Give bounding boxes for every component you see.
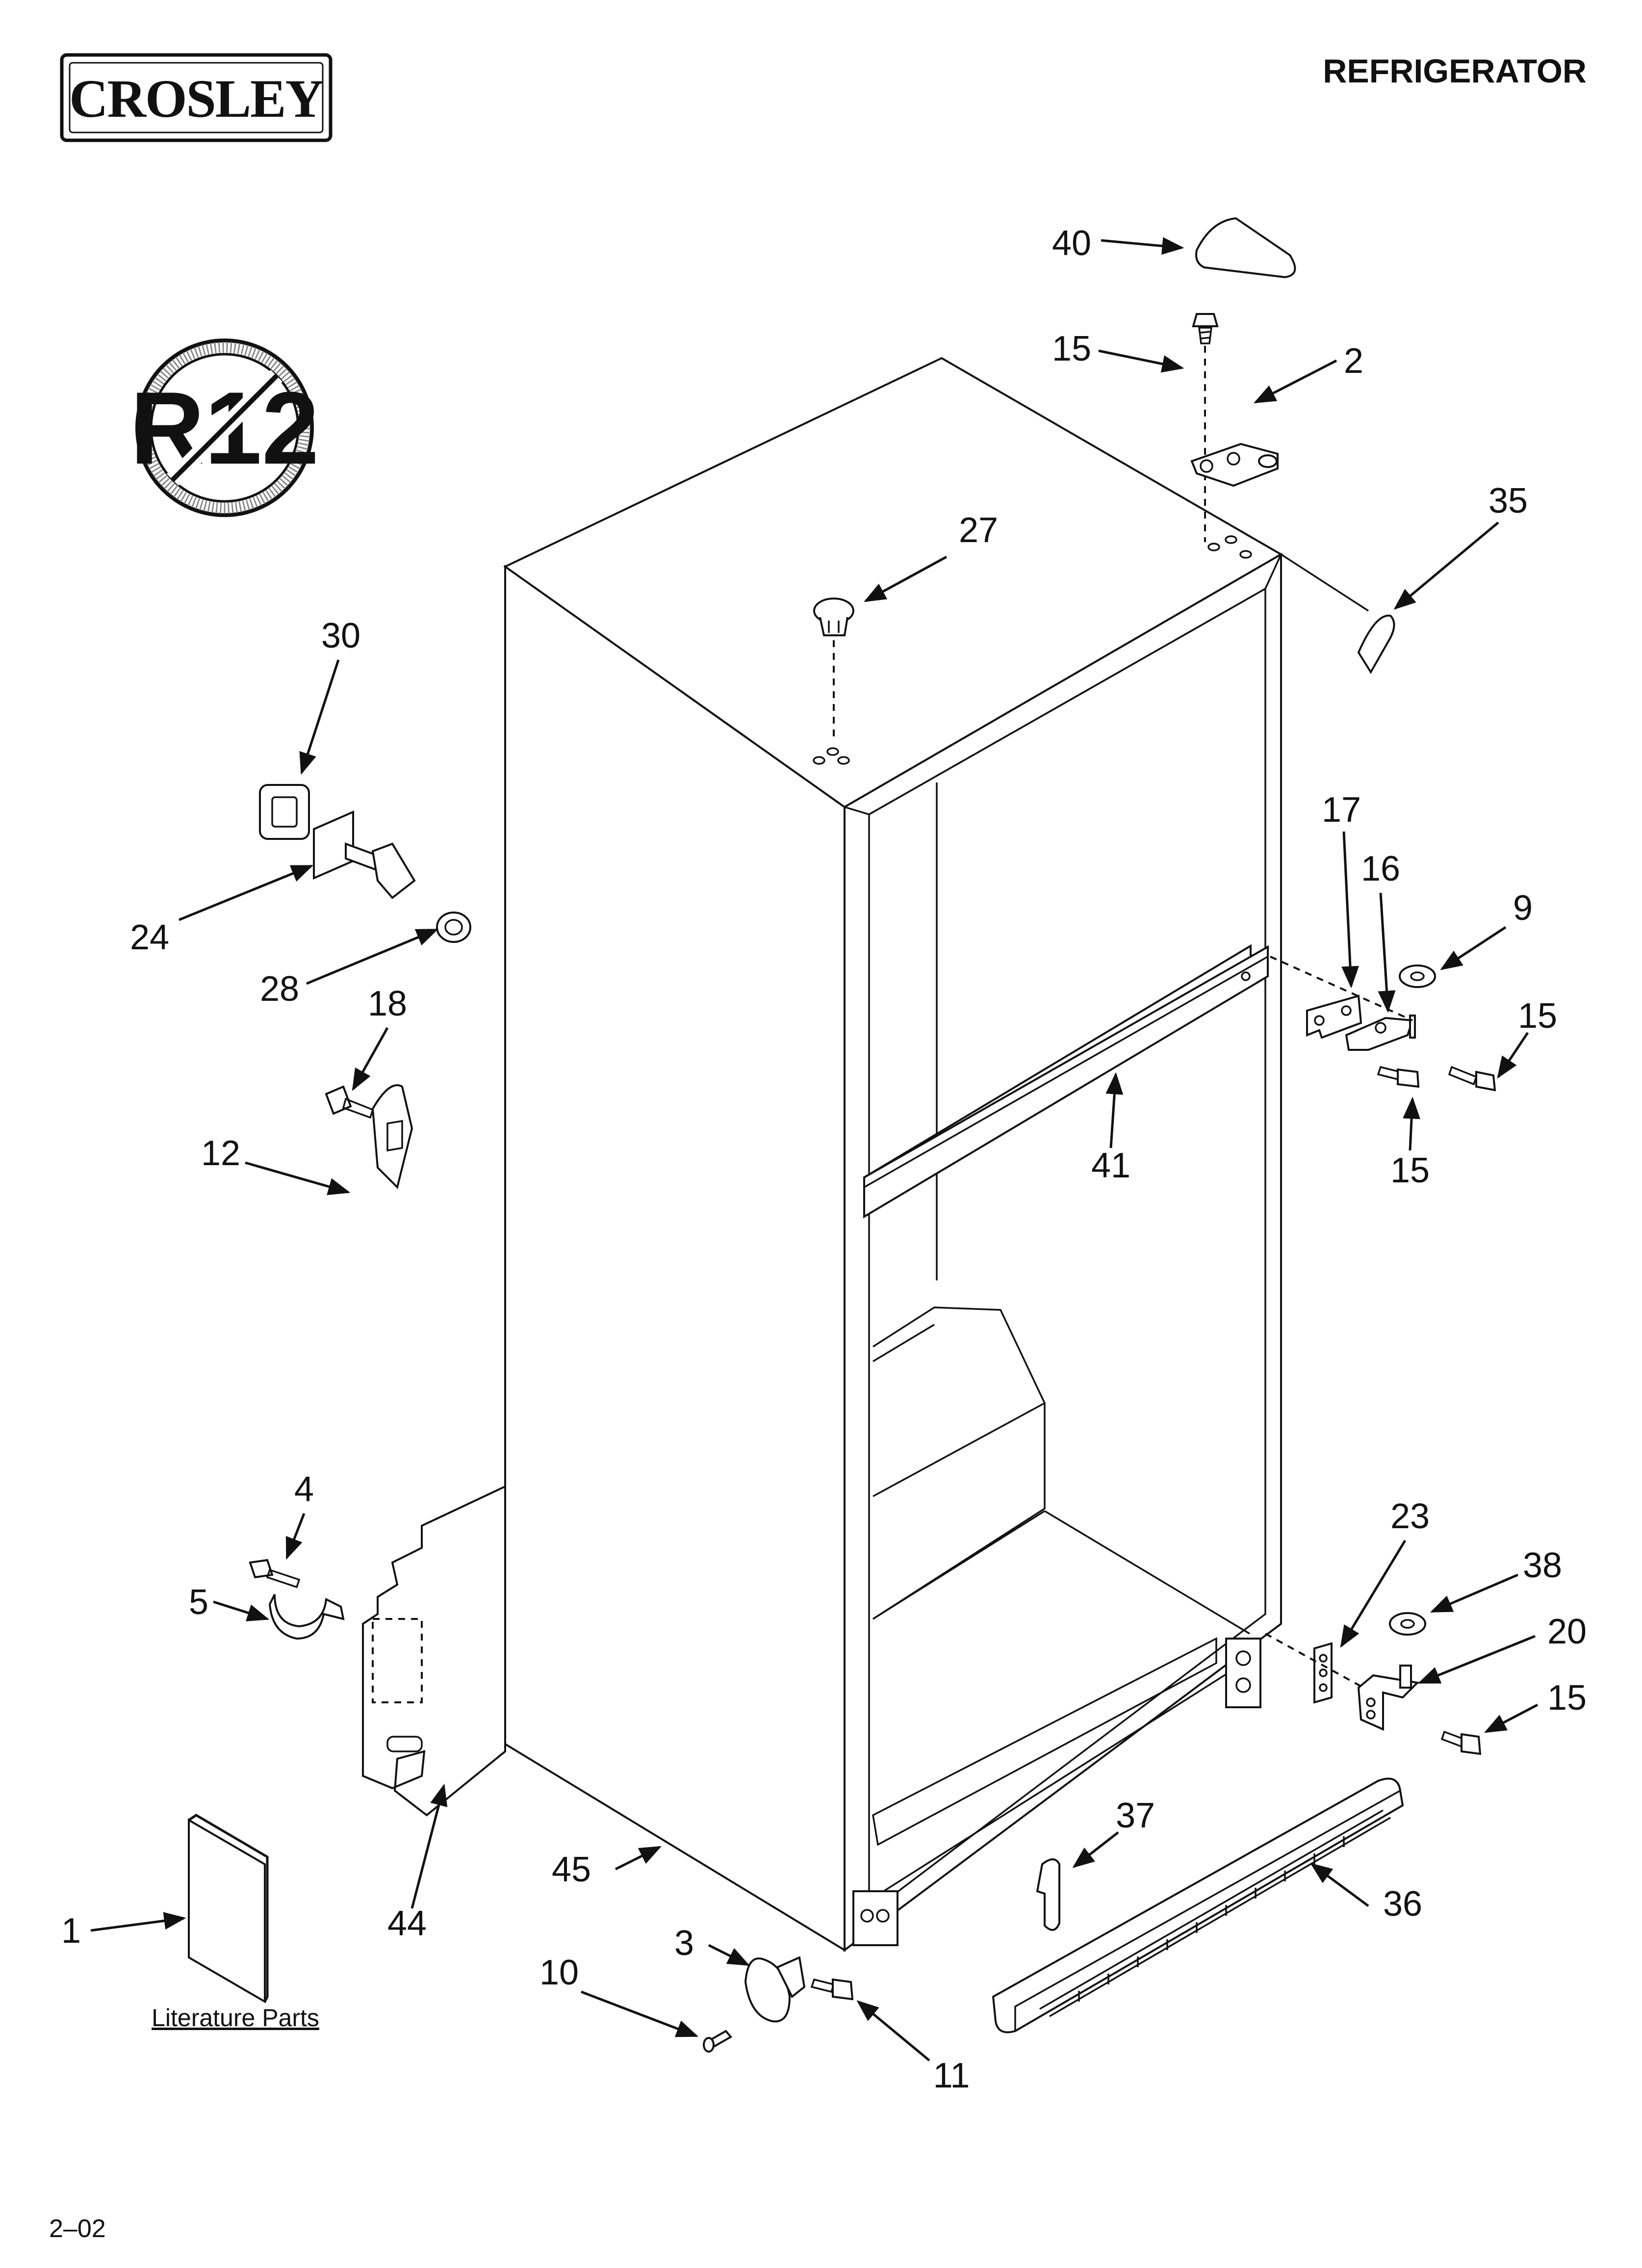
roller-3 xyxy=(744,1956,806,2023)
callout-45: 45 xyxy=(552,1850,591,1889)
callout-5: 5 xyxy=(189,1583,208,1622)
hinge-plate-17 xyxy=(1306,994,1362,1039)
bushing-28 xyxy=(436,912,471,943)
callout-labels: 40 15 2 35 27 30 24 28 18 12 17 16 9 15 … xyxy=(61,224,1587,2095)
hinge-cover-40 xyxy=(1195,217,1296,279)
callout-16: 16 xyxy=(1361,849,1400,888)
cabinet-45 xyxy=(503,357,1283,1952)
callout-38: 38 xyxy=(1523,1546,1562,1585)
bracket-12 xyxy=(371,1084,413,1189)
brand-logo: CROSLEY xyxy=(60,53,333,142)
brand-name: CROSLEY xyxy=(69,69,323,129)
callout-9: 9 xyxy=(1513,888,1533,928)
hinge-cover-35 xyxy=(1357,614,1395,674)
literature-label: Literature Parts xyxy=(152,2004,319,2032)
bottom-hinge-20 xyxy=(1357,1665,1420,1731)
pin-10 xyxy=(703,2030,733,2053)
callout-1: 1 xyxy=(61,1911,81,1951)
base-grille-36 xyxy=(992,1777,1404,2033)
gasket-30 xyxy=(259,784,310,840)
callout-37: 37 xyxy=(1116,1796,1155,1835)
center-rail-41 xyxy=(863,945,1269,1219)
callout-10: 10 xyxy=(539,1953,579,1992)
callout-15: 15 xyxy=(1052,329,1091,368)
callout-44: 44 xyxy=(387,1904,427,1943)
shim-23 xyxy=(1313,1642,1333,1704)
callout-24: 24 xyxy=(130,918,169,957)
clamp-5 xyxy=(268,1594,345,1640)
callout-40: 40 xyxy=(1052,224,1091,263)
clip-37 xyxy=(1036,1858,1060,1931)
screw-15-center-right xyxy=(1448,1066,1496,1092)
callout-15: 15 xyxy=(1547,1678,1587,1718)
center-hinge-16 xyxy=(1345,1015,1416,1051)
screw-18 xyxy=(325,1085,374,1119)
callout-30: 30 xyxy=(321,616,360,655)
callout-23: 23 xyxy=(1390,1497,1430,1536)
callout-35: 35 xyxy=(1488,481,1528,521)
screw-15-center-low xyxy=(1377,1066,1420,1088)
rear-panel-44 xyxy=(362,1485,506,1817)
screw-15-bottom xyxy=(1440,1730,1482,1755)
top-hinge-2 xyxy=(1190,443,1279,487)
screw-4 xyxy=(249,1559,301,1589)
page-title: REFRIGERATOR xyxy=(1323,52,1587,90)
screw-11 xyxy=(810,1978,854,2001)
washer-9 xyxy=(1399,965,1436,988)
screw-15-top xyxy=(1192,313,1219,344)
leader-lines xyxy=(90,237,1539,2061)
no-r12-badge: R12 xyxy=(130,339,319,517)
callout-20: 20 xyxy=(1547,1612,1587,1651)
shaft-24 xyxy=(313,810,416,899)
washer-38 xyxy=(1389,1612,1426,1636)
revision-code: 2–02 xyxy=(49,2215,106,2243)
callout-11: 11 xyxy=(933,2056,970,2095)
callout-15: 15 xyxy=(1518,996,1557,1036)
callout-15: 15 xyxy=(1390,1151,1430,1190)
callout-4: 4 xyxy=(294,1470,314,1509)
callout-28: 28 xyxy=(260,969,299,1009)
plug-27 xyxy=(813,598,854,636)
callout-18: 18 xyxy=(368,984,407,1023)
literature-booklet-1 xyxy=(188,1814,269,2004)
callout-12: 12 xyxy=(201,1134,240,1173)
callout-36: 36 xyxy=(1383,1884,1422,1924)
callout-17: 17 xyxy=(1322,790,1361,830)
callout-27: 27 xyxy=(959,511,998,550)
callout-2: 2 xyxy=(1344,341,1363,381)
callout-3: 3 xyxy=(674,1924,694,1963)
callout-41: 41 xyxy=(1091,1146,1130,1185)
